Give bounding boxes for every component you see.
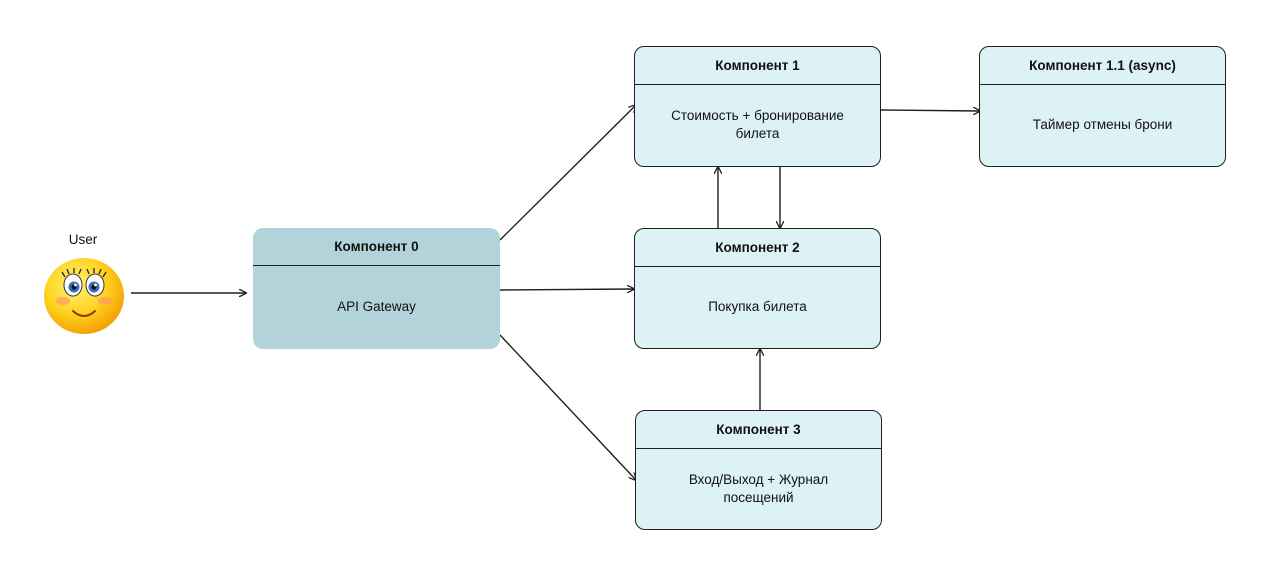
actor-label: User: [68, 232, 98, 247]
arrow-gateway-to-component2: [499, 289, 634, 290]
component-2-box: Компонент 2 Покупка билета: [634, 228, 881, 349]
component-3-body: Вход/Выход + Журнал посещений: [688, 471, 829, 505]
arrow-gateway-to-component1: [499, 105, 636, 241]
arrow-gateway-to-component3: [499, 334, 636, 480]
arrow-component1-to-component11: [880, 110, 980, 111]
component-0-box: Компонент 0 API Gateway: [253, 228, 500, 349]
component-3-title: Компонент 3: [636, 411, 881, 449]
component-1-1-box: Компонент 1.1 (async) Таймер отмены брон…: [979, 46, 1226, 167]
component-1-body: Стоимость + бронирование билета: [671, 108, 844, 141]
component-2-body: Покупка билета: [708, 299, 807, 314]
component-1-title: Компонент 1: [635, 47, 880, 85]
component-1-box: Компонент 1 Стоимость + бронирование бил…: [634, 46, 881, 167]
component-1-1-body: Таймер отмены брони: [1032, 117, 1173, 132]
component-1-1-title: Компонент 1.1 (async): [980, 47, 1225, 85]
smiley-face-icon: [44, 258, 124, 334]
component-0-body: API Gateway: [337, 299, 416, 314]
component-0-title: Компонент 0: [253, 228, 500, 266]
component-2-title: Компонент 2: [635, 229, 880, 267]
component-3-box: Компонент 3 Вход/Выход + Журнал посещени…: [635, 410, 882, 530]
